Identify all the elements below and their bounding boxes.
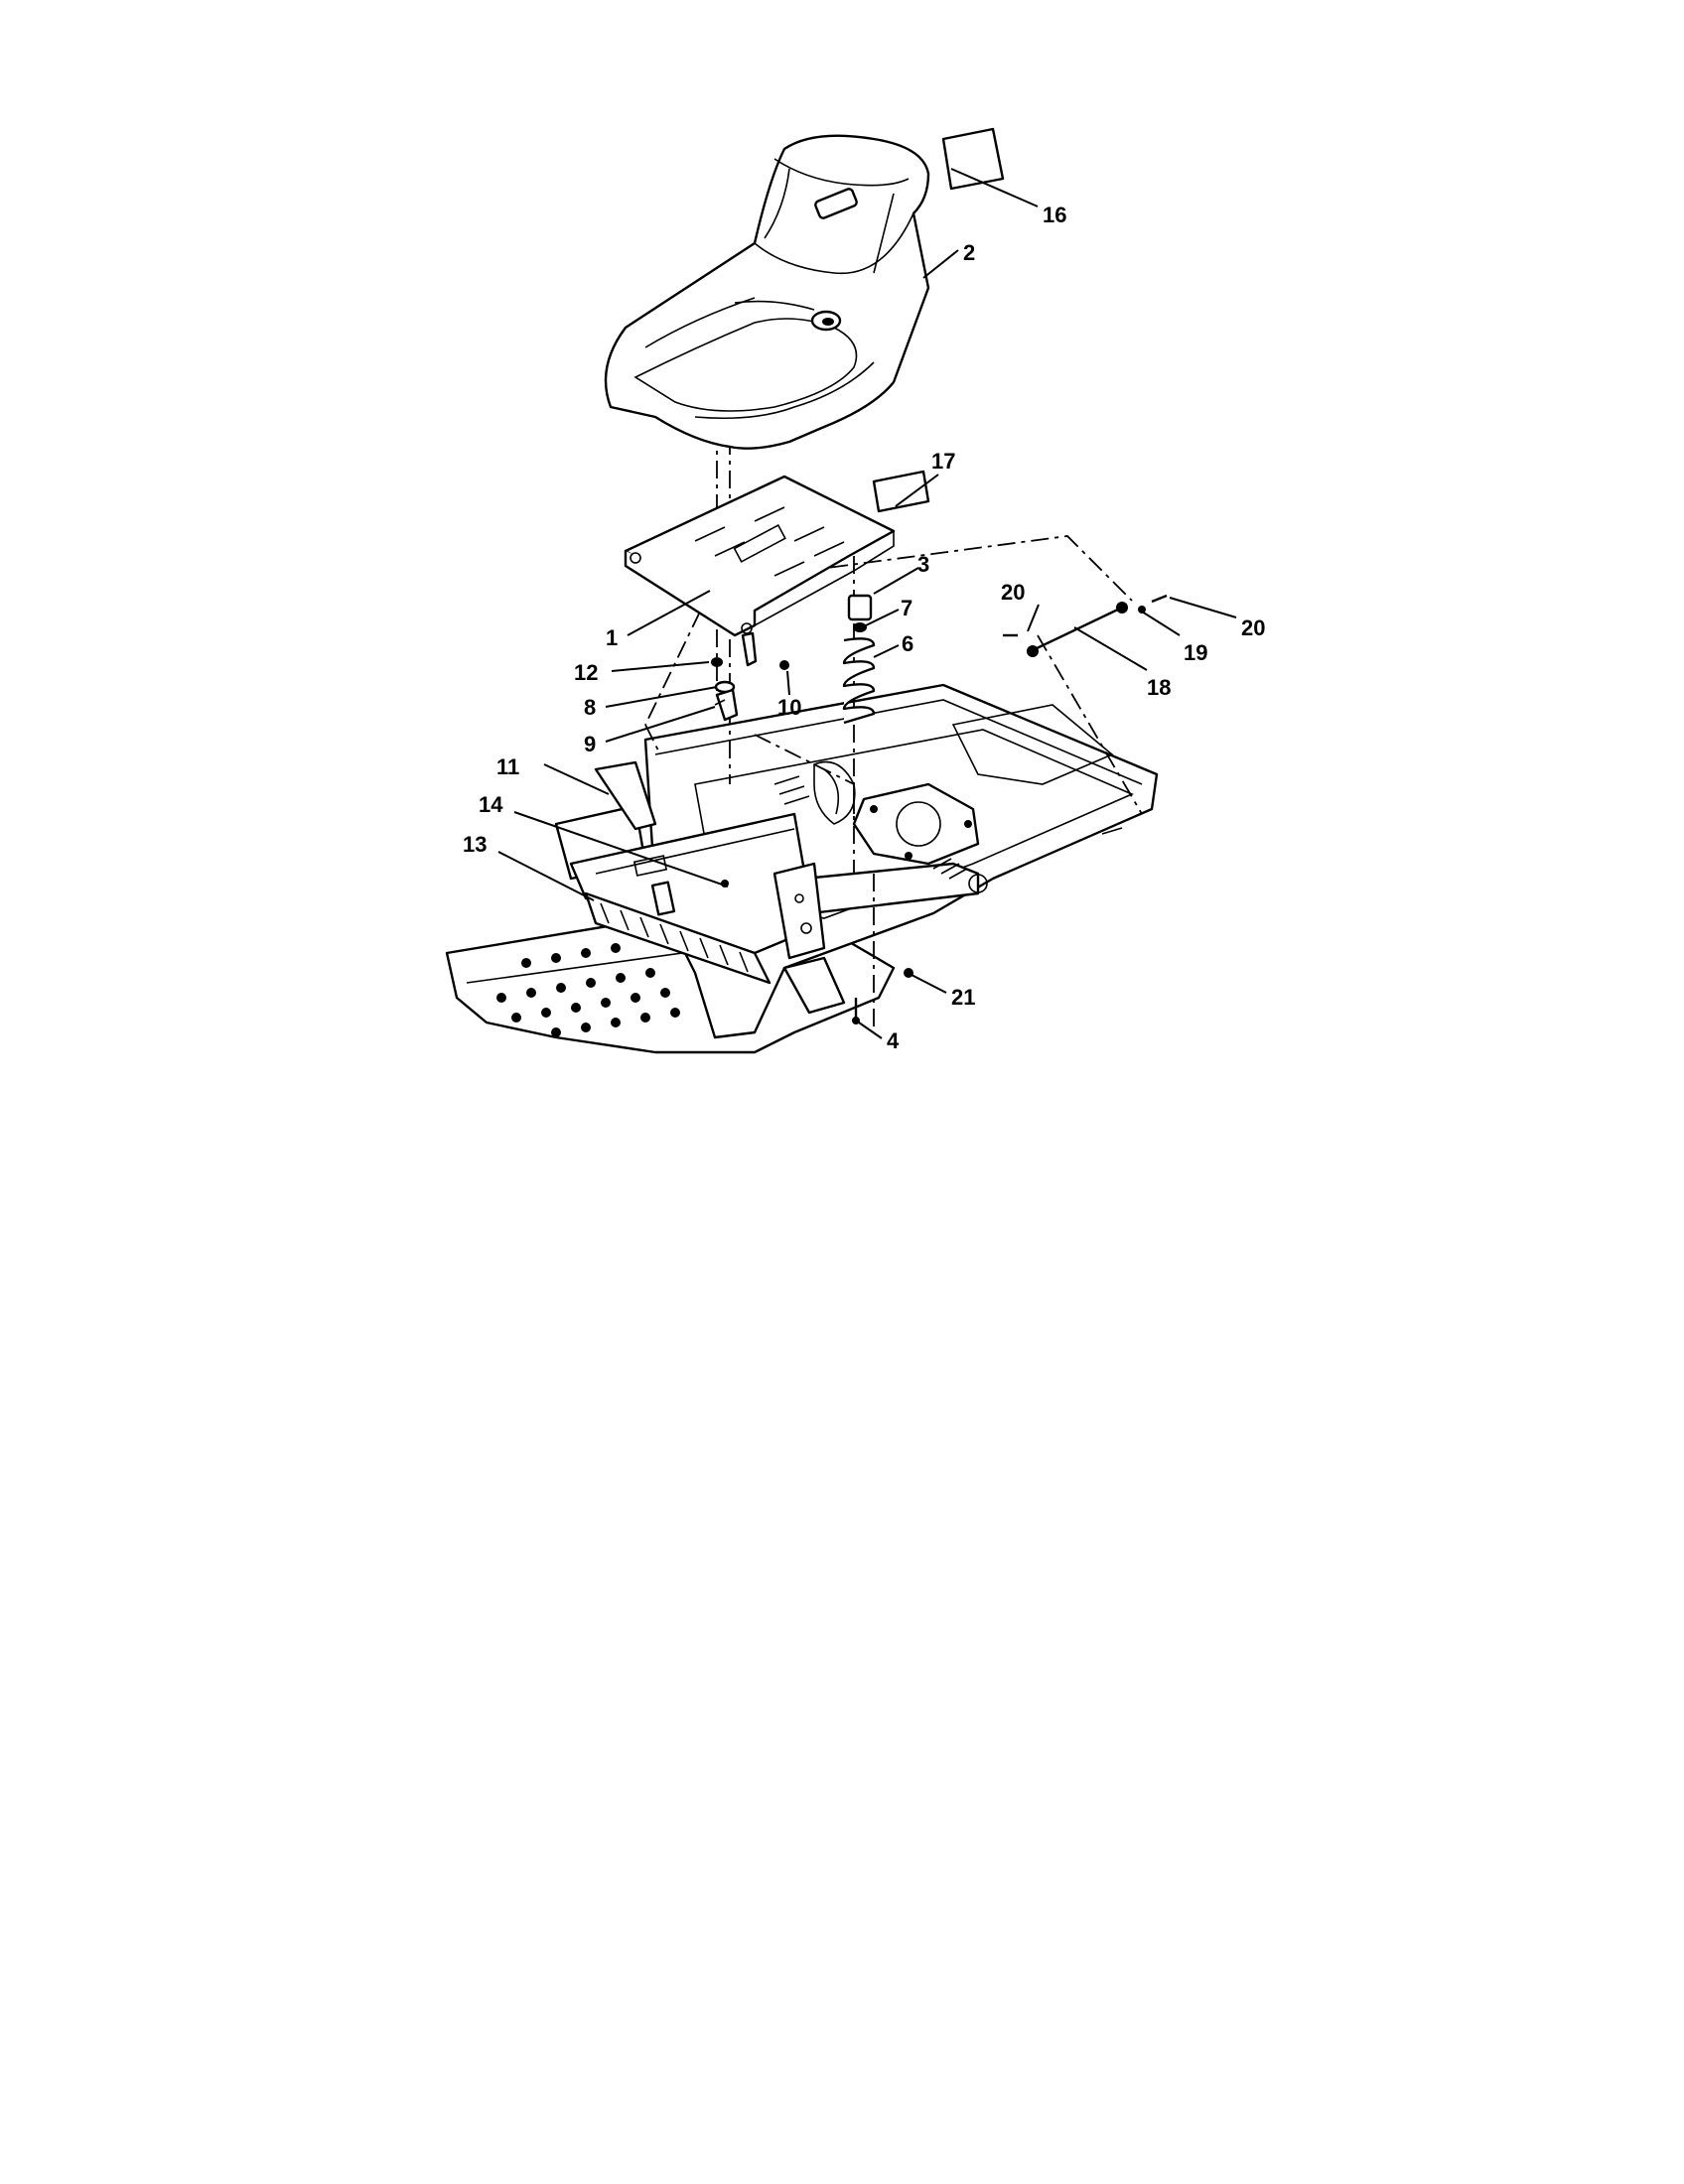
callout-9: 9 bbox=[584, 732, 596, 756]
callout-17: 18 bbox=[1147, 675, 1171, 700]
callout-13: 13 bbox=[463, 832, 487, 857]
callout-1: 1 bbox=[606, 625, 618, 650]
seat-decal bbox=[941, 127, 1005, 191]
callout-11: 11 bbox=[496, 754, 519, 779]
callout-16: 17 bbox=[931, 449, 955, 474]
front-panel bbox=[554, 760, 826, 985]
callout-10: 10 bbox=[777, 695, 801, 720]
callout-18: 19 bbox=[1184, 640, 1207, 665]
callout-4: 4 bbox=[887, 1028, 900, 1053]
spring bbox=[842, 594, 876, 725]
callout-2: 2 bbox=[963, 240, 975, 265]
callout-20: 20 bbox=[1001, 580, 1025, 605]
callouts: 16 2 17 3 7 6 1 12 8 9 10 20 18 19 20 11… bbox=[463, 203, 1265, 1053]
callout-19: 20 bbox=[1241, 615, 1265, 640]
floor-pan-perforations bbox=[496, 943, 680, 1037]
seat-plate bbox=[624, 475, 896, 667]
callout-14: 14 bbox=[479, 792, 503, 817]
callout-7: 7 bbox=[901, 596, 912, 620]
decal bbox=[872, 470, 930, 513]
callout-6: 6 bbox=[902, 631, 913, 656]
callout-15: 16 bbox=[1043, 203, 1066, 227]
callout-3: 3 bbox=[917, 552, 929, 577]
callout-12: 12 bbox=[574, 660, 598, 685]
callout-21: 21 bbox=[951, 985, 975, 1010]
leader-lines bbox=[497, 168, 1237, 1039]
hardware bbox=[711, 594, 1168, 1024]
callout-8: 8 bbox=[584, 695, 596, 720]
seat bbox=[604, 134, 930, 450]
